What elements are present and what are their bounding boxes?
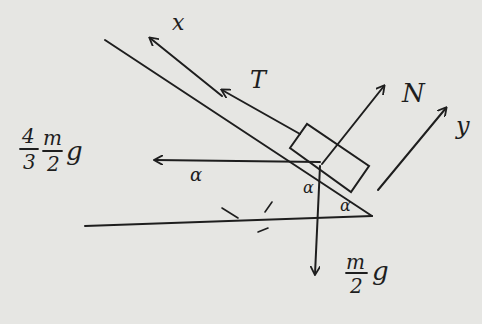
force-label: N [402, 80, 425, 106]
gravity-arrow [315, 166, 320, 274]
incline-line [105, 40, 372, 216]
angle-tick [222, 208, 238, 218]
fraction-bar [20, 148, 38, 150]
axis-label: y [456, 114, 470, 138]
angle-label: α [190, 166, 202, 184]
angle-label: α [303, 180, 314, 196]
force-label: T [250, 68, 266, 92]
fraction-digit: 4 [22, 126, 35, 146]
block [290, 124, 369, 192]
fraction-bar [43, 150, 62, 152]
axis-label: x [172, 12, 184, 34]
mass-symbol: m [43, 128, 62, 148]
angle-label: α [340, 198, 351, 214]
ground-line [85, 216, 372, 226]
fraction-digit: 3 [23, 152, 36, 172]
x-axis-arrow [150, 38, 222, 96]
tension-arrow [222, 90, 300, 134]
horizontal-force-arrow [155, 160, 320, 162]
angle-tick [258, 228, 268, 232]
fraction-digit: 2 [47, 154, 60, 174]
fraction-bar [346, 272, 367, 274]
gravity-symbol: g [372, 258, 389, 284]
fraction-digit: 2 [350, 276, 363, 296]
gravity-symbol: g [66, 138, 83, 164]
mass-symbol: m [346, 252, 365, 272]
y-axis-arrow [378, 108, 446, 190]
angle-tick [265, 202, 272, 212]
normal-arrow [322, 86, 384, 164]
